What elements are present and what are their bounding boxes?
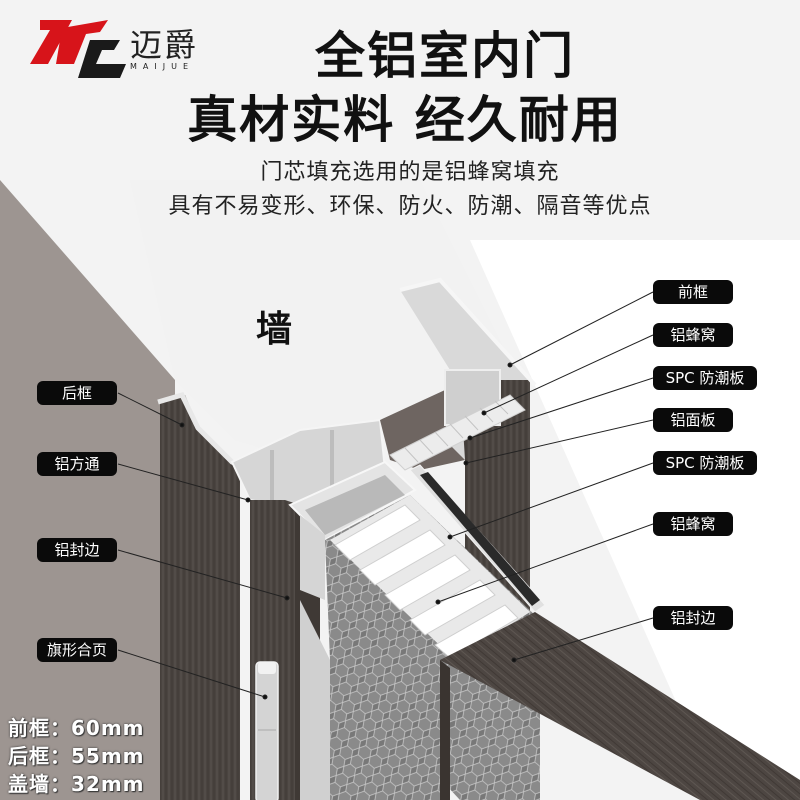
flag-hinge [255, 661, 279, 800]
spec-wall-cover: 盖墙：32mm [8, 772, 145, 796]
callout-spc-board-top: SPC 防潮板 [653, 366, 757, 390]
callout-back-frame: 后框 [37, 381, 117, 405]
subtitle-line2: 具有不易变形、环保、防火、防潮、隔音等优点 [168, 194, 652, 219]
callout-aluminum-edge-seal-right: 铝封边 [653, 606, 733, 630]
brand-name-en: MAIJUE [130, 62, 195, 71]
callout-aluminum-honeycomb-top: 铝蜂窝 [653, 323, 733, 347]
wall-slab [130, 180, 510, 460]
callout-front-frame: 前框 [653, 280, 733, 304]
headline-line1: 全铝室内门 [315, 27, 575, 85]
spec-front-frame: 前框：60mm [8, 716, 145, 740]
spec-back-frame: 后框：55mm [8, 744, 145, 768]
back-frame [160, 395, 240, 800]
brand-logo-mark [30, 20, 126, 78]
callout-aluminum-square-tube: 铝方通 [37, 452, 117, 476]
headline-line2: 真材实料 经久耐用 [187, 91, 623, 149]
callout-spc-board-bottom: SPC 防潮板 [653, 451, 757, 475]
brand-name-cn: 迈爵 [130, 26, 199, 64]
wall-label: 墙 [256, 309, 293, 350]
subtitle-line1: 门芯填充选用的是铝蜂窝填充 [260, 160, 560, 185]
callout-aluminum-honeycomb-core: 铝蜂窝 [653, 512, 733, 536]
door-face-panel [440, 612, 800, 800]
callout-aluminum-panel: 铝面板 [653, 408, 733, 432]
callout-aluminum-edge-seal-left: 铝封边 [37, 538, 117, 562]
callout-flag-hinge: 旗形合页 [37, 638, 117, 662]
